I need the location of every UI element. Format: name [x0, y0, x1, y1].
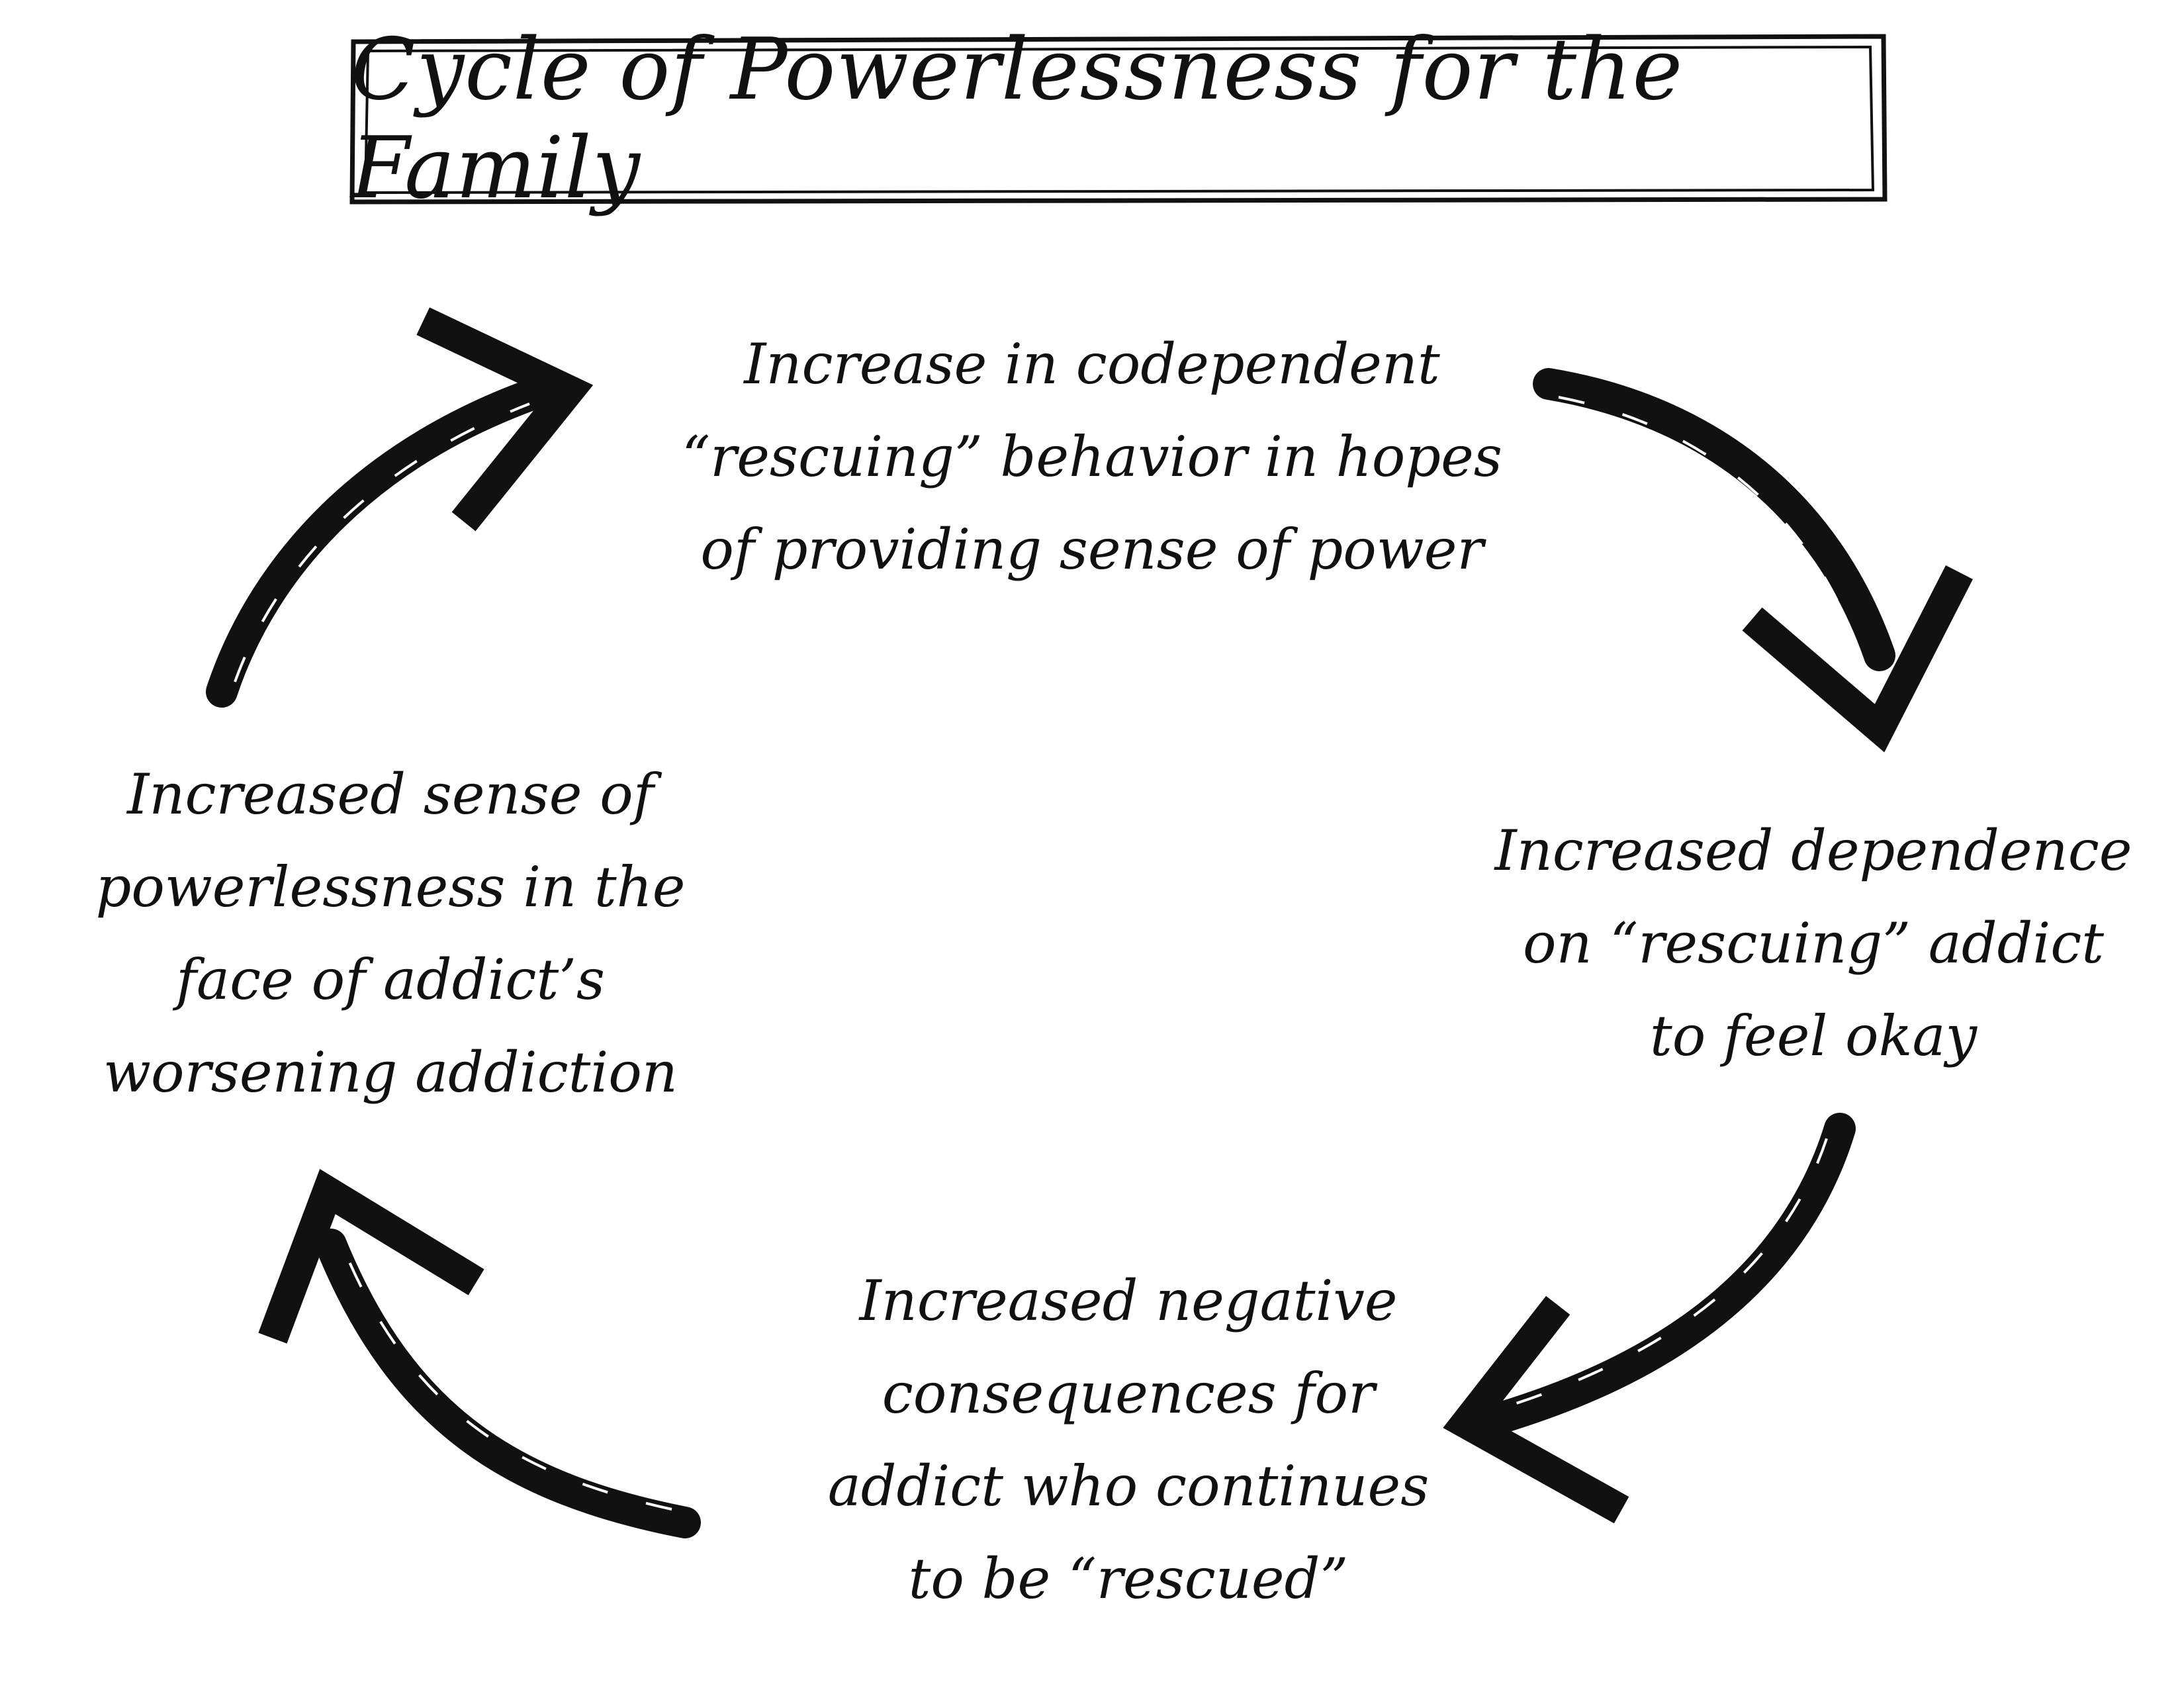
arrow-bottom-to-left: [258, 1168, 701, 1538]
step-powerlessness: Increased sense of powerlessness in the …: [40, 748, 741, 1119]
step-line: addict who continues: [827, 1454, 1430, 1519]
step-line: Increase in codependent: [744, 332, 1440, 397]
step-negative-consequences: Increased negative consequences for addi…: [715, 1254, 1542, 1625]
step-line: powerlessness in the: [95, 855, 686, 919]
arrow-right-to-bottom: [1443, 1113, 1856, 1524]
step-line: of providing sense of power: [700, 517, 1484, 582]
step-line: on “rescuing” addict: [1522, 911, 2105, 976]
title-box: Cycle of Powerlessness for the Family: [349, 21, 1888, 218]
step-increased-dependence: Increased dependence on “rescuing” addic…: [1443, 804, 2184, 1082]
step-line: Increased negative: [859, 1268, 1398, 1333]
step-line: to be “rescued”: [908, 1546, 1349, 1611]
step-line: worsening addiction: [103, 1040, 678, 1105]
arrow-top-to-right: [1533, 368, 1973, 753]
step-codependent-rescuing: Increase in codependent “rescuing” behav…: [629, 318, 1555, 596]
step-line: “rescuing” behavior in hopes: [682, 424, 1502, 489]
diagram-title: Cycle of Powerlessness for the Family: [351, 21, 1684, 218]
step-line: consequences for: [882, 1361, 1375, 1426]
step-line: Increased sense of: [127, 762, 654, 827]
step-line: Increased dependence: [1494, 818, 2132, 883]
step-line: face of addict’s: [175, 947, 606, 1012]
title-frame: [349, 34, 1888, 205]
step-line: to feel okay: [1649, 1004, 1978, 1068]
arrow-left-to-top: [206, 307, 594, 708]
